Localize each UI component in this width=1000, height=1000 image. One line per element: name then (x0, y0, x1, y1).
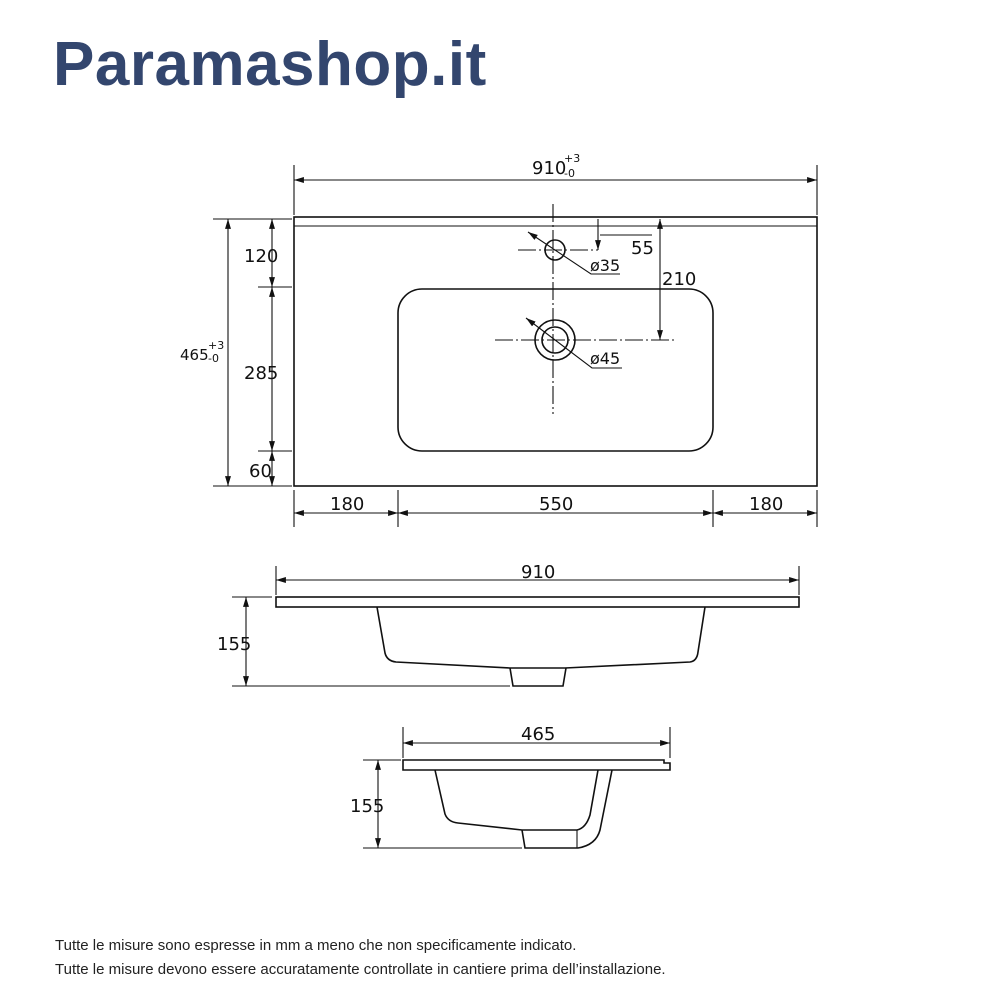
side-height-label: 155 (350, 796, 384, 817)
notes: Tutte le misure sono espresse in mm a me… (55, 934, 666, 982)
depth-tol-plus: +3 (208, 339, 224, 352)
front-slab (275, 596, 800, 608)
dim-right-180: 180 (749, 494, 783, 515)
depth-tol-minus: -0 (208, 352, 219, 365)
dim-60: 60 (249, 461, 272, 482)
drain-hole-diameter: ø45 (590, 349, 620, 368)
dim-210: 210 (662, 269, 696, 290)
dim-120: 120 (244, 246, 278, 267)
front-height-label: 155 (217, 634, 251, 655)
side-slab (402, 759, 671, 771)
note-line: Tutte le misure sono espresse in mm a me… (55, 937, 577, 954)
countertop-outline (293, 216, 818, 487)
logo: Paramashop.it (53, 30, 487, 99)
top-view: 910 +3 -0 465 +3 -0 120 285 60 180 550 1… (180, 152, 818, 527)
basin-outline (397, 288, 714, 452)
dim-left-180: 180 (330, 494, 364, 515)
width-tol-minus: -0 (564, 167, 575, 180)
side-overflow (521, 769, 613, 849)
width-tol-plus: +3 (564, 152, 580, 165)
side-depth-label: 465 (521, 724, 555, 745)
tap-hole-diameter: ø35 (590, 256, 620, 275)
front-basin (376, 606, 706, 669)
front-view: 155 910 (217, 562, 800, 687)
note-line: Tutte le misure devono essere accuratame… (55, 961, 666, 978)
width-label: 910 (532, 158, 566, 179)
dim-285: 285 (244, 363, 278, 384)
dim-55: 55 (631, 238, 654, 259)
depth-label: 465 (180, 346, 209, 364)
front-drain (509, 667, 567, 687)
dim-550: 550 (539, 494, 573, 515)
side-view: 155 465 (350, 724, 671, 849)
front-width-label: 910 (521, 562, 555, 583)
side-basin (434, 769, 599, 831)
